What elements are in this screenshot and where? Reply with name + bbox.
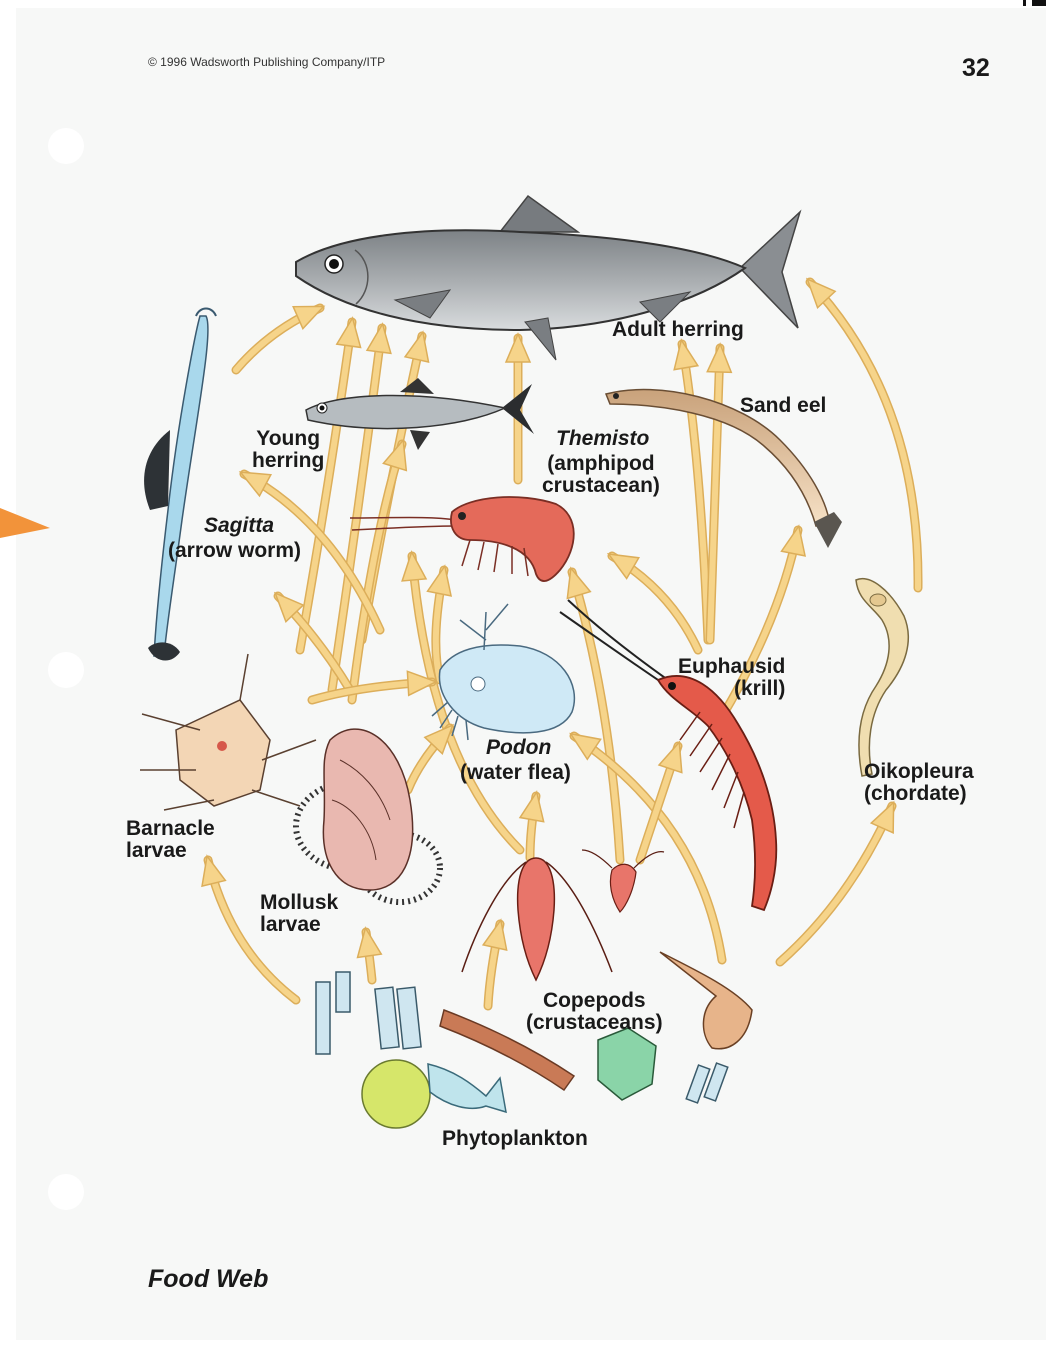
feeding-arrow-head: [402, 552, 426, 581]
barnacle-larvae-illustration: [140, 654, 316, 810]
themisto-desc-label: (amphipod crustacean): [542, 453, 660, 497]
podon-name-label: Podon: [486, 737, 551, 759]
sagitta-name-label: Sagitta: [204, 515, 274, 537]
copyright-notice: © 1996 Wadsworth Publishing Company/ITP: [148, 56, 385, 69]
euphausid-label: Euphausid (krill): [678, 656, 785, 700]
sagitta-desc-label: (arrow worm): [168, 540, 301, 562]
feeding-arrow-head: [567, 568, 590, 598]
phytoplankton-illustration: [316, 952, 752, 1128]
young-herring-label: Young herring: [252, 428, 324, 472]
feeding-arrow-shaft: [572, 572, 620, 860]
mollusk-larvae-illustration: [296, 729, 440, 902]
sagitta-illustration: [144, 309, 216, 661]
adult-herring-label: Adult herring: [612, 318, 744, 341]
feeding-arrow-shaft: [780, 806, 892, 962]
oikopleura-label: Oikopleura (chordate): [864, 761, 974, 805]
podon-desc-label: (water flea): [460, 762, 571, 784]
oikopleura-illustration: [856, 579, 908, 776]
feeding-arrow-head: [293, 306, 323, 328]
copepods-label: Copepods (crustaceans): [526, 990, 663, 1034]
figure-title: Food Web: [148, 1266, 268, 1292]
pointer-arrow: [0, 508, 50, 538]
mollusk-larvae-label: Mollusk larvae: [260, 892, 338, 936]
feeding-arrow-head: [871, 802, 893, 832]
barnacle-larvae-label: Barnacle larvae: [126, 818, 215, 862]
phytoplankton-label: Phytoplankton: [442, 1128, 588, 1150]
feeding-arrow-head: [506, 334, 530, 362]
page-number: 32: [962, 55, 990, 81]
feeding-arrow-head: [659, 742, 682, 772]
feeding-arrow-shaft: [780, 806, 892, 962]
feeding-arrow-head: [707, 344, 731, 372]
sand-eel-label: Sand eel: [740, 394, 826, 417]
podon-illustration: [432, 604, 574, 740]
themisto-name-label: Themisto: [556, 428, 649, 450]
